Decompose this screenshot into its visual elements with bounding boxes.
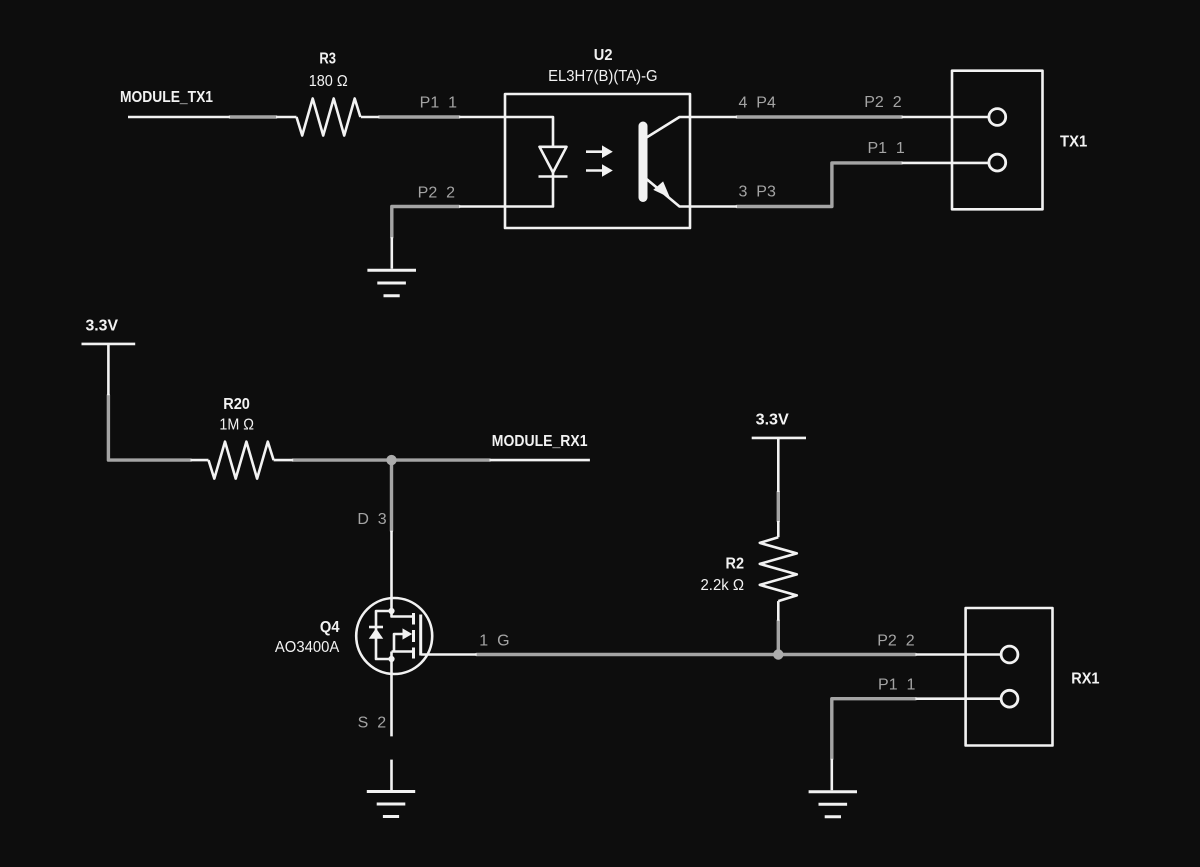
svg-text:MODULE_TX1: MODULE_TX1 (120, 89, 213, 106)
svg-text:4 P4: 4 P4 (739, 95, 776, 112)
svg-text:3 P3: 3 P3 (739, 183, 776, 200)
svg-text:TX1: TX1 (1060, 133, 1087, 150)
svg-text:P2 2: P2 2 (864, 94, 901, 111)
svg-text:R2: R2 (726, 556, 745, 573)
svg-text:R20: R20 (223, 396, 250, 413)
svg-text:2.2k Ω: 2.2k Ω (701, 577, 745, 594)
svg-text:Q4: Q4 (320, 619, 340, 636)
svg-text:RX1: RX1 (1071, 670, 1099, 687)
svg-text:3.3V: 3.3V (756, 412, 790, 429)
svg-text:P2 2: P2 2 (418, 185, 455, 202)
svg-text:1M Ω: 1M Ω (219, 416, 254, 433)
svg-text:MODULE_RX1: MODULE_RX1 (492, 433, 588, 450)
svg-text:U2: U2 (594, 47, 613, 64)
svg-text:AO3400A: AO3400A (275, 639, 340, 656)
svg-text:180 Ω: 180 Ω (309, 73, 348, 90)
svg-text:1 G: 1 G (479, 633, 509, 650)
svg-text:R3: R3 (319, 51, 336, 68)
svg-text:P1 1: P1 1 (420, 95, 457, 112)
svg-text:P1 1: P1 1 (867, 140, 904, 157)
svg-text:D 3: D 3 (357, 511, 386, 528)
svg-text:EL3H7(B)(TA)-G: EL3H7(B)(TA)-G (548, 68, 658, 85)
svg-text:P2 2: P2 2 (877, 632, 914, 649)
svg-text:S 2: S 2 (358, 715, 387, 732)
svg-text:P1 1: P1 1 (878, 677, 915, 694)
svg-text:3.3V: 3.3V (86, 317, 119, 334)
